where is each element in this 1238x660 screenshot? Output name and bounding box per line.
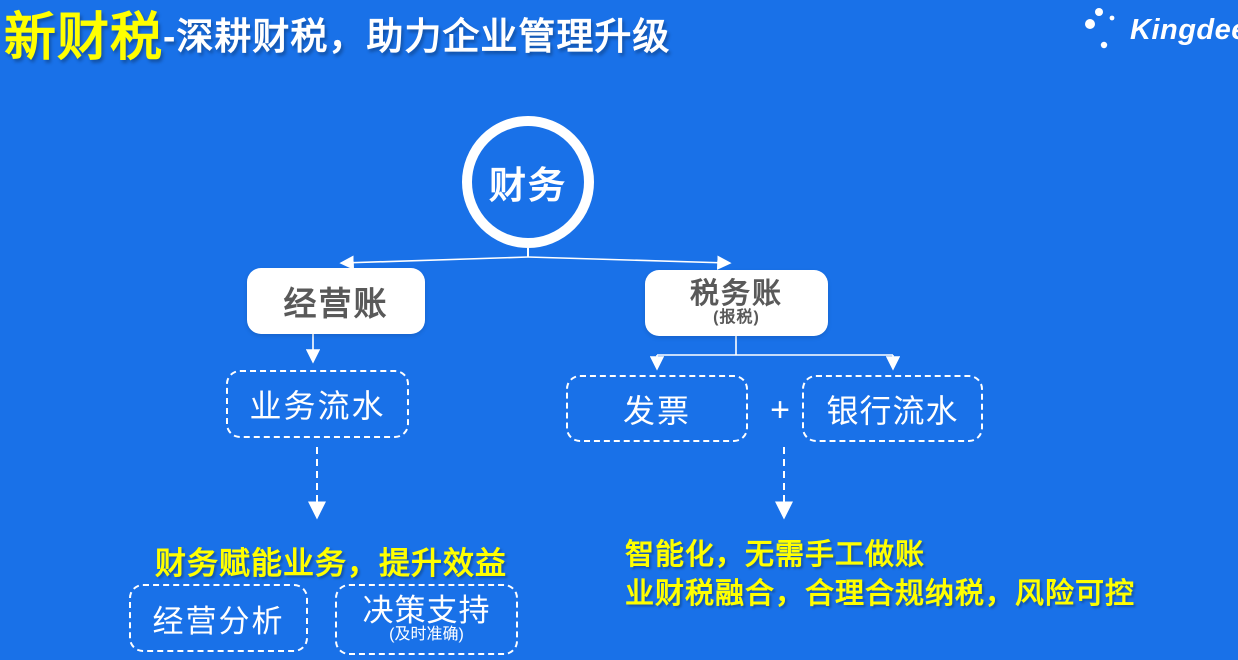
node-business-flow: 业务流水 xyxy=(226,370,409,438)
box-operation-analysis: 经营分析 xyxy=(129,584,308,652)
box-operation-analysis-label: 经营分析 xyxy=(152,603,285,639)
box-decision-support: 决策支持 (及时准确) xyxy=(335,584,518,655)
kingdee-logo: Kingdee xyxy=(1080,4,1238,56)
page-title-rest: 深耕财税，助力企业管理升级 xyxy=(176,16,671,57)
kingdee-logo-text: Kingdee xyxy=(1130,13,1238,46)
node-bank-flow-label: 银行流水 xyxy=(826,392,959,429)
page-title: 新财税-深耕财税，助力企业管理升级 xyxy=(4,6,670,82)
right-outcome-line1: 智能化，无需手工做账 xyxy=(625,539,926,571)
node-tax-account-sublabel: (报税) xyxy=(713,309,760,327)
box-decision-support-label: 决策支持 xyxy=(362,592,491,628)
plus-sign: + xyxy=(770,391,790,429)
right-outcome-line2: 业财税融合，合理合规纳税，风险可控 xyxy=(625,578,1136,610)
node-invoice: 发票 xyxy=(566,375,748,442)
node-business-flow-label: 业务流水 xyxy=(249,388,386,424)
node-business-account: 经营账 xyxy=(247,268,425,334)
page-title-highlight: 新财税 xyxy=(4,9,164,67)
node-bank-flow: 银行流水 xyxy=(802,375,983,442)
box-decision-support-sublabel: (及时准确) xyxy=(389,626,464,644)
node-finance-circle: 财务 xyxy=(462,116,594,248)
right-outcome-headline: 智能化，无需手工做账 业财税融合，合理合规纳税，风险可控 xyxy=(625,536,1135,614)
node-finance-label: 财务 xyxy=(489,165,567,206)
node-business-account-label: 经营账 xyxy=(283,285,389,322)
node-tax-account-label: 税务账 xyxy=(689,277,783,310)
node-tax-account: 税务账 (报税) xyxy=(645,270,828,336)
page-title-separator: - xyxy=(163,16,177,57)
left-outcome-headline: 财务赋能业务，提升效益 xyxy=(155,546,507,581)
node-invoice-label: 发票 xyxy=(622,392,691,429)
kingdee-logo-icon xyxy=(1085,8,1115,49)
